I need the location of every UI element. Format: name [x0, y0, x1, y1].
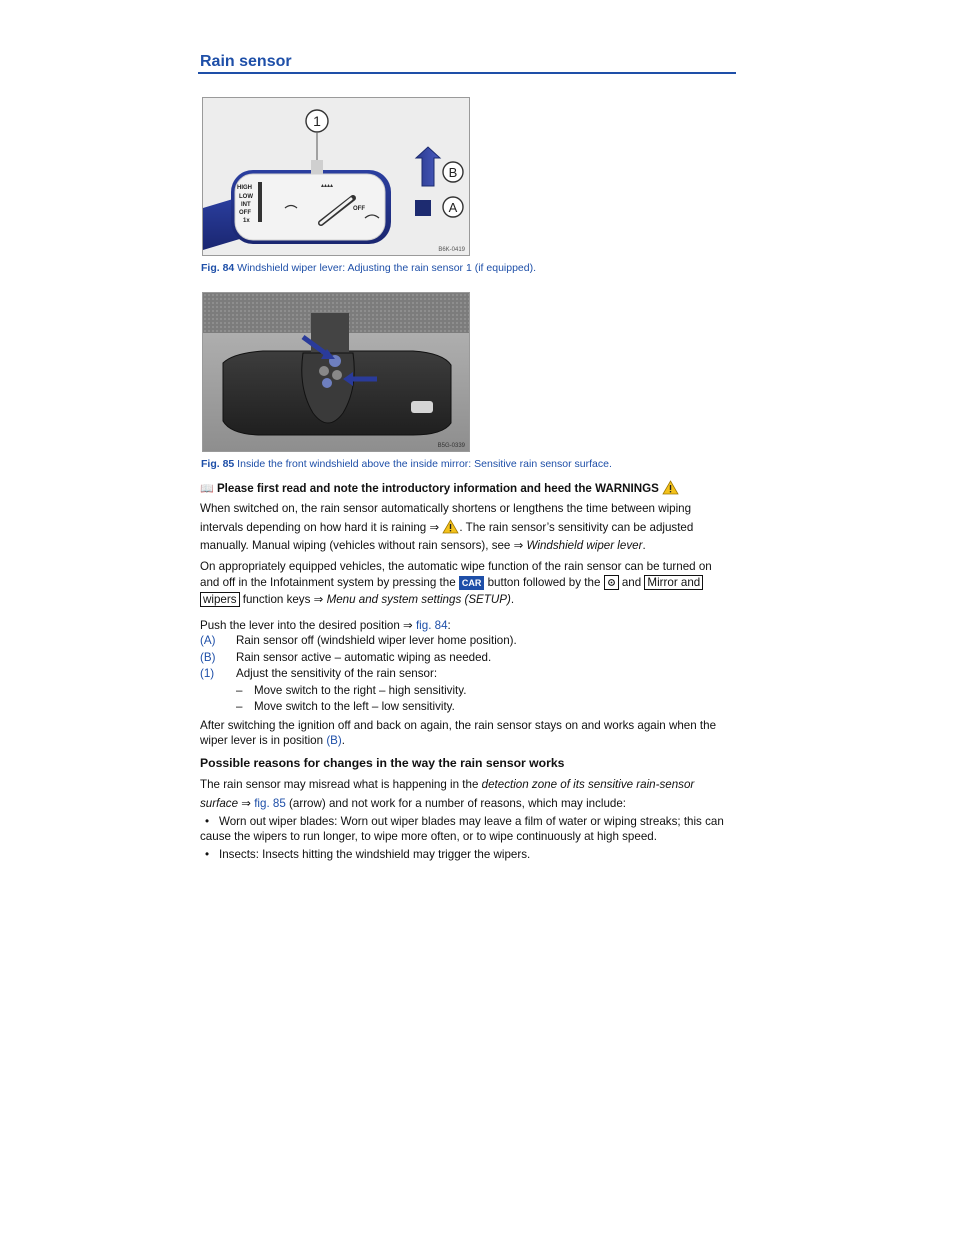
intro-line: 📖 Please first read and note the introdu… [200, 480, 740, 498]
page-title: Rain sensor [200, 53, 292, 70]
warning-icon[interactable] [442, 519, 460, 534]
position-label: (1) [200, 667, 215, 680]
link-windshield-wiper-lever[interactable]: Windshield wiper lever [526, 539, 643, 552]
position-label: (A) [200, 634, 216, 647]
label-b: B [449, 165, 458, 180]
para-2-line-3: wipers function keys ⇒ Menu and system s… [200, 591, 740, 608]
bullet-text: Worn out wiper blades: Worn out wiper bl… [219, 815, 724, 828]
position-b-ref: (B) [326, 734, 342, 747]
figure-84: 1 HIGH LOW INT OFF 1x OFF ▴▴▴▴ B A B6K-0… [202, 97, 470, 256]
para-2-line-1: On appropriately equipped vehicles, the … [200, 560, 712, 573]
figure-code: B6K-0419 [438, 247, 465, 253]
link-menu-and-system-settings[interactable]: Menu and system settings (SETUP) [326, 593, 511, 606]
link-fig-85[interactable]: fig. 85 [254, 797, 286, 810]
bullet-dot: • [205, 848, 210, 861]
sub-item-dash: – [236, 684, 243, 697]
lever-low-label: LOW [239, 194, 253, 200]
inside-mirror-illustration: B5G-0339 [203, 293, 469, 451]
section-heading: Possible reasons for changes in the way … [200, 756, 565, 770]
position-label: (B) [200, 651, 216, 664]
lever-1x-label: 1x [243, 218, 250, 224]
settings-key[interactable] [603, 575, 619, 590]
link-fig-84[interactable]: fig. 84 [415, 619, 448, 632]
car-key[interactable]: CAR [458, 576, 485, 590]
mirror-and-wipers-key[interactable]: Mirror and [644, 575, 704, 590]
para-1-line-1: When switched on, the rain sensor automa… [200, 502, 692, 515]
position-text: Rain sensor active – automatic wiping as… [236, 651, 492, 664]
figure-85: B5G-0339 [202, 292, 470, 452]
para-3: Push the lever into the desired position… [200, 619, 451, 632]
position-text: Adjust the sensitivity of the rain senso… [236, 667, 438, 680]
para-1-line-2: intervals depending on how hard it is ra… [200, 519, 694, 534]
book-icon: 📖 [200, 483, 214, 495]
lever-high-label: HIGH [237, 185, 252, 191]
bullet-text: Insects: Insects hitting the windshield … [219, 848, 531, 861]
para-2-line-2: and off in the Infotainment system by pr… [200, 574, 740, 592]
para-1-line-3: manually. Manual wiping (vehicles withou… [200, 539, 646, 552]
title-rule [198, 72, 736, 74]
wipers-key[interactable]: wipers [200, 592, 240, 607]
callout-1: 1 [313, 113, 321, 129]
lever-off2-label: OFF [353, 206, 365, 212]
sub-item-text: Move switch to the right – high sensitiv… [254, 684, 467, 697]
sub-item-dash: – [236, 700, 243, 713]
para-4-line-2: wiper lever is in position (B). [200, 734, 346, 747]
lever-off-label: OFF [239, 210, 251, 216]
figure-85-caption: Fig. 85 Inside the front windshield abov… [201, 458, 612, 470]
para-5-line-1: The rain sensor may misread what is happ… [200, 778, 695, 791]
warning-icon[interactable] [662, 480, 679, 495]
svg-text:▴▴▴▴: ▴▴▴▴ [321, 183, 333, 189]
figure-84-caption: Fig. 84 Windshield wiper lever: Adjustin… [201, 262, 537, 274]
para-5-line-2: surface ⇒ fig. 85 (arrow) and not work f… [200, 797, 627, 810]
sub-item-text: Move switch to the left – low sensitivit… [254, 700, 455, 713]
figure-code: B5G-0339 [438, 443, 466, 449]
bullet-dot: • [205, 815, 210, 828]
wiper-lever-illustration: 1 HIGH LOW INT OFF 1x OFF ▴▴▴▴ B A B6K-0… [203, 98, 469, 255]
label-a: A [449, 200, 458, 215]
bullet-text-cont: cause the wipers to run longer, to wipe … [200, 830, 657, 843]
settings-icon [607, 579, 615, 586]
position-text: Rain sensor off (windshield wiper lever … [236, 634, 517, 647]
lever-int-label: INT [241, 202, 251, 208]
para-4-line-1: After switching the ignition off and bac… [200, 719, 717, 732]
